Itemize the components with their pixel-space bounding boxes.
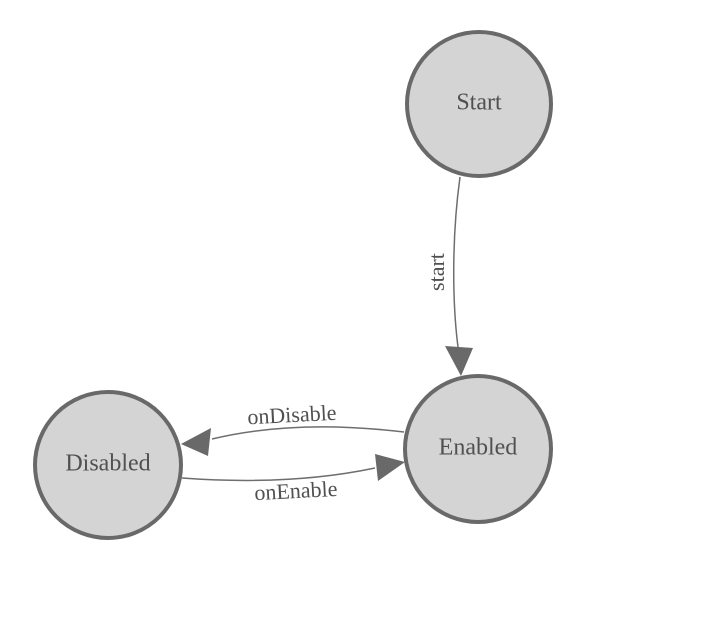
state-circle-enabled[interactable] xyxy=(403,374,553,524)
edge-label-ondisable: onDisable xyxy=(247,400,337,430)
edge-line-onenable[interactable] xyxy=(181,467,376,482)
edge-start-to-enabled[interactable]: start xyxy=(424,176,473,376)
edge-enabled-to-disabled[interactable]: onDisable xyxy=(181,400,405,456)
state-label-start: Start xyxy=(456,90,502,116)
edge-line-ondisable[interactable] xyxy=(211,426,405,440)
state-node-disabled[interactable]: Disabled xyxy=(33,390,183,540)
state-label-disabled: Disabled xyxy=(65,451,150,477)
state-node-start[interactable]: Start xyxy=(405,30,553,178)
edge-label-onenable: onEnable xyxy=(254,476,338,505)
state-label-enabled: Enabled xyxy=(439,435,518,461)
arrowhead-icon xyxy=(375,454,405,481)
state-circle-disabled[interactable] xyxy=(33,390,183,540)
arrowhead-icon xyxy=(445,346,473,376)
arrowhead-icon xyxy=(181,428,211,456)
edge-disabled-to-enabled[interactable]: onEnable xyxy=(181,454,405,505)
edge-line-start[interactable] xyxy=(452,176,461,348)
state-circle-start[interactable] xyxy=(405,30,553,178)
state-node-enabled[interactable]: Enabled xyxy=(403,374,553,524)
edge-label-start: start xyxy=(424,253,449,291)
